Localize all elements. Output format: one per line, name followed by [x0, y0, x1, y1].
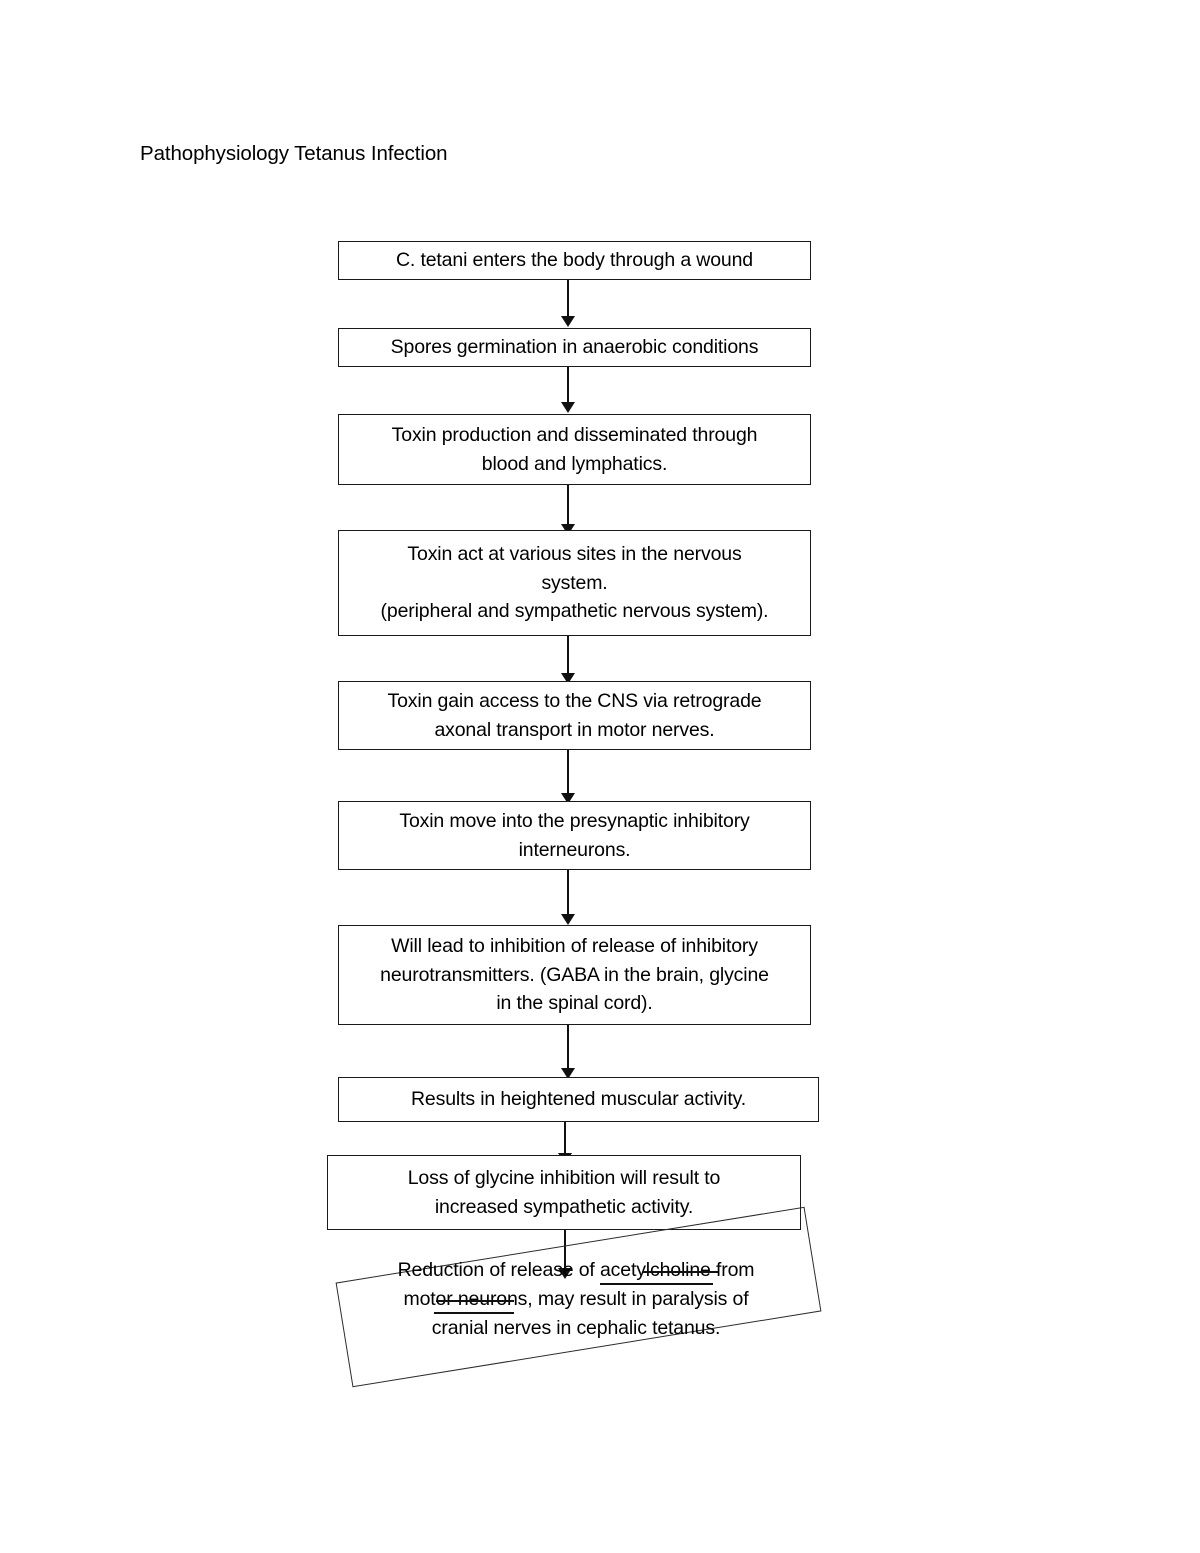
- spellcheck-underline-acetylcholine: [600, 1283, 713, 1285]
- flowchart-node-3: Toxin production and disseminated throug…: [338, 414, 811, 485]
- connector-8-9-line: [564, 1122, 567, 1157]
- connector-3-4-arrowhead: [561, 524, 575, 535]
- flowchart-node-1-label: C. tetani enters the body through a woun…: [395, 249, 753, 272]
- flowchart-node-9: Loss of glycine inhibition will result t…: [327, 1155, 801, 1230]
- flowchart-node-8-label: Results in heightened muscular activity.: [410, 1088, 747, 1111]
- connector-5-6-arrowhead: [561, 793, 575, 804]
- connector-4-5-line: [567, 636, 570, 678]
- connector-2-3-line: [567, 367, 570, 404]
- flowchart-node-6: Toxin move into the presynaptic inhibito…: [338, 801, 811, 870]
- flowchart-node-3-label: Toxin production and disseminated throug…: [391, 424, 758, 475]
- flowchart-node-8: Results in heightened muscular activity.: [338, 1077, 819, 1122]
- flowchart-node-2: Spores germination in anaerobic conditio…: [338, 328, 811, 367]
- flowchart-node-6-label: Toxin move into the presynaptic inhibito…: [399, 810, 750, 861]
- strikethrough-artifact-neurons: [436, 1300, 514, 1302]
- flowchart-node-9-label: Loss of glycine inhibition will result t…: [407, 1167, 721, 1218]
- connector-6-7-arrowhead: [561, 914, 575, 925]
- page-title: Pathophysiology Tetanus Infection: [140, 142, 448, 165]
- connector-1-2-line: [567, 280, 570, 318]
- flowchart-node-4: Toxin act at various sites in the nervou…: [338, 530, 811, 636]
- connector-3-4-line: [567, 485, 570, 528]
- flowchart-node-7-label: Will lead to inhibition of release of in…: [380, 935, 769, 1015]
- connector-9-10-arrowhead: [558, 1268, 572, 1279]
- flowchart-node-1: C. tetani enters the body through a woun…: [338, 241, 811, 280]
- strikethrough-artifact-acetylcholine: [643, 1271, 718, 1273]
- flowchart-node-5-label: Toxin gain access to the CNS via retrogr…: [387, 690, 762, 741]
- flowchart-node-10-label: Reduction of release of acetylcholine fr…: [397, 1259, 755, 1339]
- flowchart-node-2-label: Spores germination in anaerobic conditio…: [390, 336, 759, 359]
- connector-7-8-arrowhead: [561, 1068, 575, 1079]
- connector-6-7-line: [567, 870, 570, 918]
- connector-2-3-arrowhead: [561, 402, 575, 413]
- flowchart-node-4-label: Toxin act at various sites in the nervou…: [380, 543, 769, 623]
- connector-9-10-line: [564, 1230, 567, 1272]
- connector-4-5-arrowhead: [561, 673, 575, 684]
- flowchart-node-7: Will lead to inhibition of release of in…: [338, 925, 811, 1025]
- connector-7-8-line: [567, 1025, 570, 1071]
- connector-1-2-arrowhead: [561, 316, 575, 327]
- flowchart-node-5: Toxin gain access to the CNS via retrogr…: [338, 681, 811, 750]
- spellcheck-underline-neurons: [434, 1312, 514, 1314]
- connector-5-6-line: [567, 750, 570, 796]
